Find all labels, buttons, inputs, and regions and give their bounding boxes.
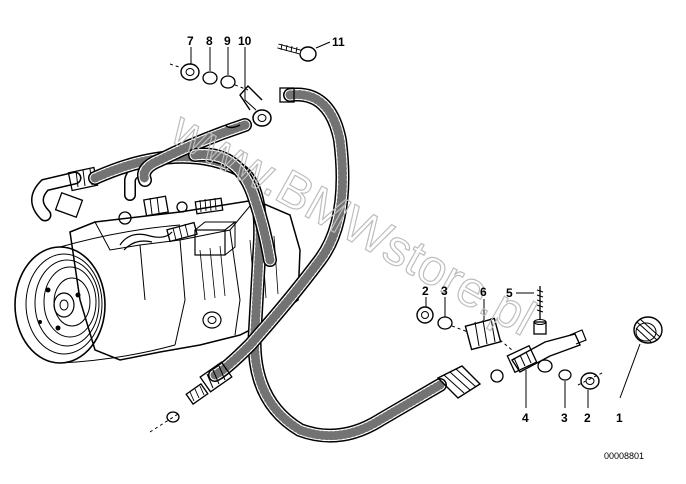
watermark-text: www.BMWstore.pl: [162, 100, 545, 346]
leader-lines: [190, 41, 641, 408]
compressor-fittings: [31, 165, 224, 243]
diagram-part-number: 00008801: [604, 451, 644, 461]
lower-left-fitting: [149, 361, 233, 433]
callout-11: 11: [332, 35, 345, 49]
top-loose-parts: [169, 43, 317, 91]
callout-2-upper: 2: [422, 284, 429, 298]
callout-1: 1: [616, 411, 623, 425]
callout-9: 9: [224, 34, 231, 48]
callout-8: 8: [206, 34, 213, 48]
callout-2-lower: 2: [584, 411, 591, 425]
refrigerant-hoses: [88, 87, 447, 443]
compressor: [14, 199, 301, 364]
callout-numbers: 7 8 9 10 11 2 3 6 5 4 3 2 1: [187, 34, 623, 425]
callout-3-upper: 3: [441, 284, 448, 298]
callout-7: 7: [187, 34, 194, 48]
hose-clamp-bracket: [224, 84, 295, 129]
callout-6: 6: [480, 285, 487, 299]
callout-3-lower: 3: [561, 411, 568, 425]
callout-5: 5: [506, 286, 513, 300]
callout-10: 10: [238, 34, 252, 48]
callout-4: 4: [522, 411, 529, 425]
